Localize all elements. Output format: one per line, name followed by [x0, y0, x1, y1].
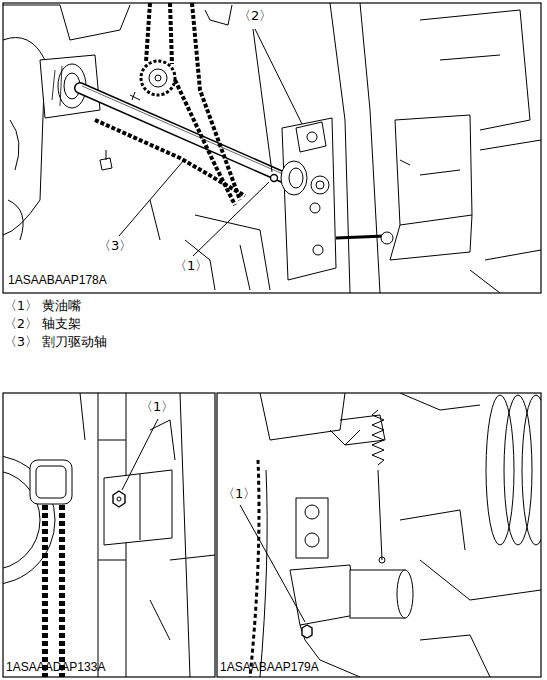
- callout-number: 〈1〉: [222, 486, 256, 502]
- cutter-drive-shaft: [80, 88, 285, 178]
- cutter-drive-view: [3, 3, 541, 293]
- grease-nipple: [113, 491, 125, 507]
- grease-nipple: [302, 625, 312, 638]
- grease-point-view: [3, 393, 215, 677]
- figure-code: 1ASAAADAP133A: [6, 660, 105, 674]
- part-key: 〈1〉 黄油嘴: [4, 298, 81, 313]
- leader-line: [240, 505, 305, 622]
- leader-line: [193, 182, 269, 256]
- callout-number: 〈3〉: [98, 238, 132, 254]
- panel-frame: [3, 3, 541, 293]
- callout-number: 〈1〉: [174, 258, 208, 274]
- callout-number: 〈2〉: [238, 8, 272, 24]
- grease-nipple: [271, 175, 278, 182]
- figure-code: 1ASAABAAP179A: [220, 660, 319, 674]
- leader-line: [255, 29, 302, 124]
- panel-frame: [3, 393, 215, 677]
- callout-number: 〈1〉: [140, 399, 174, 415]
- shaft-bracket: [282, 118, 336, 280]
- leader-line: [253, 29, 272, 172]
- part-key: 〈3〉 割刀驱动轴: [4, 334, 107, 349]
- bearing: [281, 161, 307, 195]
- panel-frame: [217, 393, 541, 677]
- leader-lines: [119, 29, 305, 622]
- figure-code: 1ASAABAAP178A: [8, 273, 107, 287]
- grease-point-view: [250, 393, 541, 677]
- leader-line: [119, 160, 184, 236]
- tension-spring: [372, 410, 384, 465]
- part-key: 〈2〉 轴支架: [4, 316, 81, 331]
- leader-line: [122, 419, 158, 490]
